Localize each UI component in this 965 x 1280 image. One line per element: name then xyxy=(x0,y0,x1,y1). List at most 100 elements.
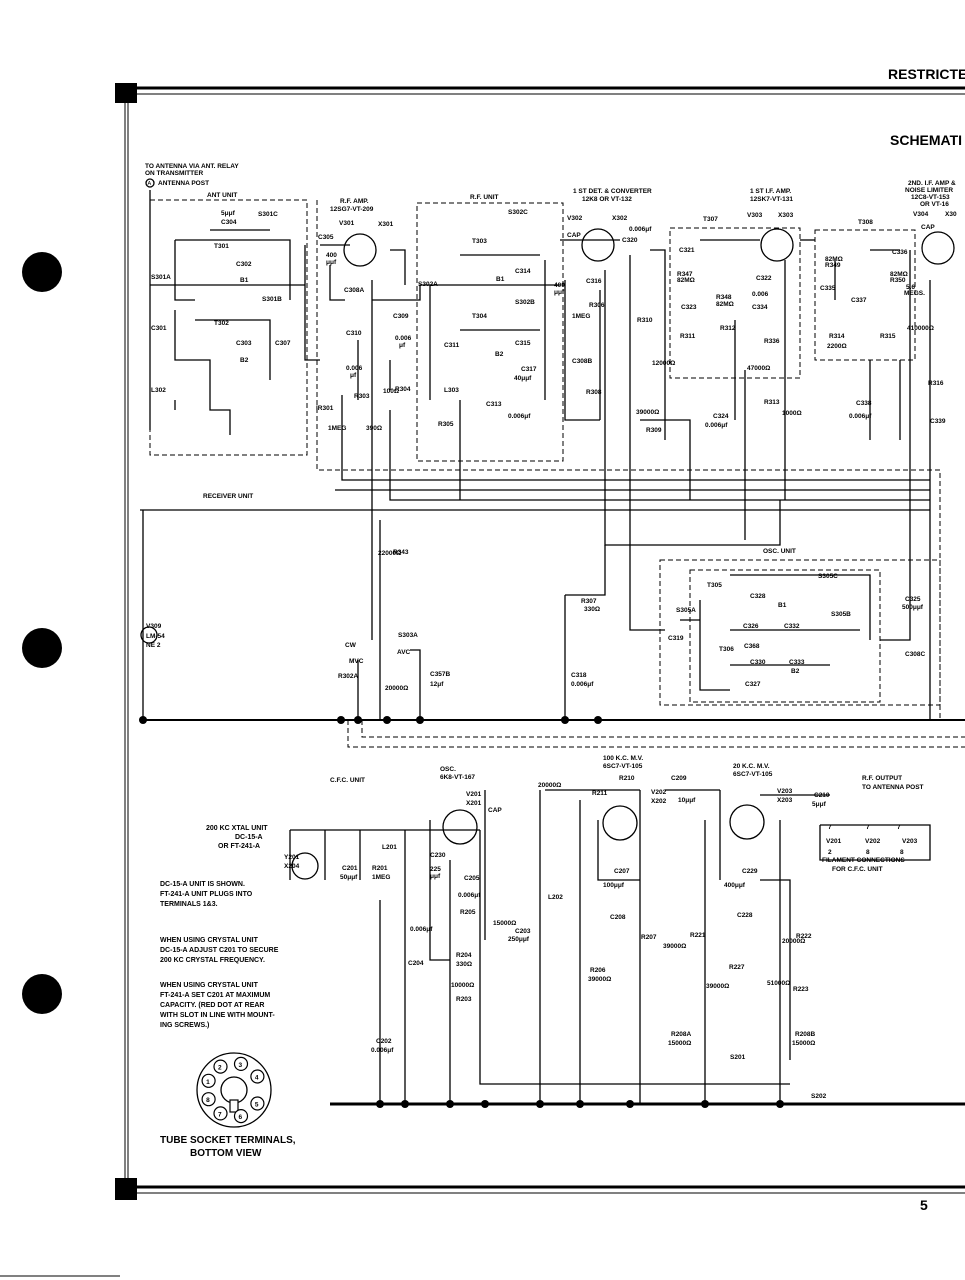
antenna-post-symbol xyxy=(145,178,155,188)
component-label: 330Ω xyxy=(456,961,472,968)
binder-hole-middle xyxy=(22,628,62,668)
tube-socket-title-1: TUBE SOCKET TERMINALS, xyxy=(160,1135,296,1146)
component-label: 400 xyxy=(326,252,337,259)
component-label: 39000Ω xyxy=(636,409,659,416)
component-label: 7 xyxy=(828,824,832,831)
ant-unit-box xyxy=(149,199,308,456)
antenna-note-1: TO ANTENNA VIA ANT. RELAY xyxy=(145,163,239,170)
component-label: R227 xyxy=(729,964,745,971)
component-label: AVC xyxy=(397,649,411,656)
component-label: 10000Ω xyxy=(451,982,474,989)
component-label: B1 xyxy=(496,276,505,283)
component-label: V301 xyxy=(339,220,355,227)
component-label: B2 xyxy=(791,668,800,675)
component-label: 47000Ω xyxy=(747,365,770,372)
component-label: S302C xyxy=(508,209,528,216)
ant-unit-label: ANT UNIT xyxy=(207,192,237,199)
component-label: R308 xyxy=(586,389,602,396)
cfc-notes: 200 KC XTAL UNIT DC-15-A OR FT-241-A DC-… xyxy=(160,775,924,1029)
socket-pin xyxy=(213,1106,228,1121)
component-label: C204 xyxy=(408,960,424,967)
component-label: X204 xyxy=(284,863,300,870)
component-label: C308B xyxy=(572,358,593,365)
component-label: μf xyxy=(350,372,357,379)
component-label: C228 xyxy=(737,912,753,919)
receiver-tubes xyxy=(140,228,955,644)
component-label: 500μμf xyxy=(902,604,924,611)
component-label: X303 xyxy=(778,212,794,219)
component-label: X203 xyxy=(777,797,793,804)
restricted-header: RESTRICTEI xyxy=(888,66,965,82)
component-label: 12μf xyxy=(430,681,444,688)
component-label: C338 xyxy=(856,400,872,407)
t308-box xyxy=(814,229,916,361)
corner-block-top xyxy=(115,83,137,103)
component-label: C302 xyxy=(236,261,252,268)
cfc-tubes xyxy=(291,804,765,880)
component-label: C324 xyxy=(713,413,729,420)
component-label: C308A xyxy=(344,287,365,294)
component-label: 82MΩ xyxy=(716,301,734,308)
component-label: R315 xyxy=(880,333,896,340)
component-label: 1MEG xyxy=(372,874,390,881)
component-label: 20000Ω xyxy=(385,685,408,692)
socket-pin xyxy=(233,1108,249,1124)
component-label: V304 xyxy=(913,211,929,218)
component-label: 51000Ω xyxy=(767,980,790,987)
mv20-type: 6SC7-VT-105 xyxy=(733,771,773,778)
if2-type: 12C8-VT-153 xyxy=(911,194,950,201)
component-label: S201 xyxy=(730,1054,746,1061)
component-label: R303 xyxy=(354,393,370,400)
socket-pin-number: 8 xyxy=(206,1097,210,1104)
component-label: R306 xyxy=(589,302,605,309)
component-label: 0.006μf xyxy=(571,681,594,688)
dc15-note-2: FT-241-A UNIT PLUGS INTO xyxy=(160,891,253,898)
component-label: R307 xyxy=(581,598,597,605)
osc-unit-label: OSC. UNIT xyxy=(763,548,796,555)
component-label: 82MΩ xyxy=(890,271,908,278)
component-label: C205 xyxy=(464,875,480,882)
component-label: 5μμf xyxy=(812,801,827,808)
component-label: IR301 xyxy=(316,405,334,412)
osc-type: 6K8-VT-167 xyxy=(440,774,475,781)
socket-key-icon xyxy=(220,1076,248,1104)
component-label: 0.006μf xyxy=(508,413,531,420)
component-label: R305 xyxy=(438,421,454,428)
component-label: C326 xyxy=(743,623,759,630)
component-label: X202 xyxy=(651,798,667,805)
component-label: V202 xyxy=(651,789,667,796)
v203-tube-icon xyxy=(729,804,765,840)
component-label: R343 xyxy=(393,549,409,556)
tube-headers: R.F. AMP. 12SG7-VT-209 R.F. UNIT 1 ST DE… xyxy=(330,180,956,781)
rf-amp-title: R.F. AMP. xyxy=(340,198,369,205)
component-label: C333 xyxy=(789,659,805,666)
component-label: R206 xyxy=(590,967,606,974)
component-label: C336 xyxy=(892,249,908,256)
component-label: 7 xyxy=(866,824,870,831)
corner-block-bottom xyxy=(115,1178,137,1200)
rf-unit-box xyxy=(416,202,564,462)
component-label: C203 xyxy=(515,928,531,935)
component-label: μf xyxy=(399,342,406,349)
v309-neon-icon xyxy=(140,626,158,644)
component-label: R311 xyxy=(680,333,696,340)
component-label: 225 xyxy=(430,866,441,873)
component-label: B1 xyxy=(240,277,249,284)
component-label: 400 xyxy=(554,282,565,289)
component-label: 330Ω xyxy=(584,606,600,613)
component-label: C322 xyxy=(756,275,772,282)
mv20-title: 20 K.C. M.V. xyxy=(733,763,770,770)
socket-outline-icon xyxy=(196,1052,272,1128)
antenna-post-label: ANTENNA POST xyxy=(158,180,209,187)
v301-tube-icon xyxy=(343,233,377,267)
component-label: 0.006 xyxy=(395,335,412,342)
component-label: 410000Ω xyxy=(907,325,934,332)
component-label: R310 xyxy=(637,317,653,324)
component-label: 82MΩ xyxy=(677,277,695,284)
component-label: CW xyxy=(345,642,357,649)
component-label: L303 xyxy=(444,387,459,394)
component-label: 0.006μf xyxy=(410,926,433,933)
component-label: 39000Ω xyxy=(706,983,729,990)
component-label: 1MEG xyxy=(572,313,590,320)
